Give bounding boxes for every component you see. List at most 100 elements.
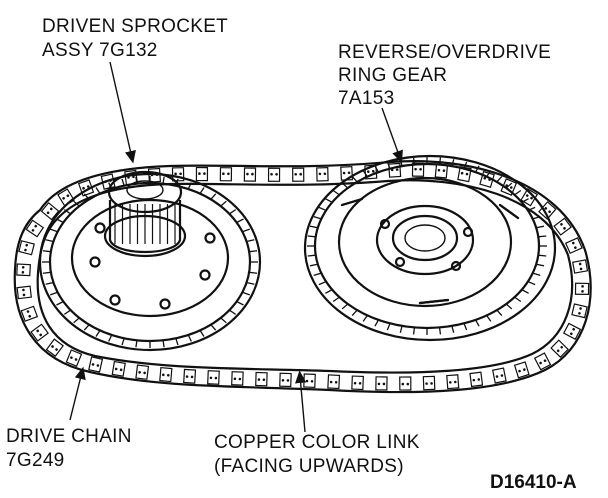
gear-tooth <box>374 319 379 327</box>
gear-tooth <box>42 271 51 274</box>
gear-tooth <box>73 317 80 324</box>
gear-tooth <box>496 175 503 183</box>
leader-drive-chain <box>69 366 86 421</box>
chain-link <box>183 368 197 384</box>
label-ring-gear-2: RING GEAR <box>338 65 447 86</box>
gear-tooth <box>332 296 340 303</box>
gear-tooth <box>532 272 541 277</box>
gear-tooth <box>362 170 368 177</box>
gear-tooth <box>521 198 529 203</box>
chain-link <box>88 356 104 373</box>
chain-link <box>267 167 281 182</box>
chain-link <box>65 349 83 367</box>
chain-link <box>16 285 32 300</box>
gear-tooth <box>412 157 416 165</box>
chain-link <box>279 372 292 388</box>
chain-link <box>207 370 220 385</box>
gear-tooth <box>505 182 513 189</box>
gear-tooth <box>49 291 58 296</box>
gear-tooth <box>63 209 72 215</box>
chain-link <box>327 374 341 390</box>
chain-link <box>20 305 39 322</box>
gear-tooth <box>527 280 536 286</box>
drive-chain <box>13 160 592 394</box>
chain-link <box>500 178 518 196</box>
gear-tooth <box>49 228 58 233</box>
gear-tooth <box>83 324 90 331</box>
gear-tooth <box>45 281 54 285</box>
chain-link <box>422 375 436 391</box>
chain-link <box>469 371 484 388</box>
gear-tooth <box>73 200 80 207</box>
gear-tooth <box>463 161 468 169</box>
gear-tooth <box>249 271 258 274</box>
chain-link <box>388 162 402 178</box>
chain-link <box>550 339 569 358</box>
chain-link <box>25 219 45 238</box>
gear-tooth <box>228 209 237 215</box>
chain-link <box>16 263 31 277</box>
gear-tooth <box>386 323 391 331</box>
gear-tooth <box>475 319 480 327</box>
label-copper-link-2: (FACING UPWARDS) <box>214 456 404 477</box>
label-driven-sprocket-2: ASSY 7G132 <box>42 40 158 61</box>
chain-link <box>375 376 388 391</box>
gear-tooth <box>95 187 101 194</box>
gear-tooth <box>162 176 165 184</box>
chain-link <box>533 352 552 371</box>
chain-link <box>45 338 64 357</box>
gear-tooth <box>187 334 192 342</box>
gear-tooth <box>486 315 492 322</box>
gear-tooth <box>187 182 192 190</box>
gear-tooth <box>56 218 64 224</box>
chain-link <box>571 303 588 319</box>
gear-tooth <box>242 228 251 233</box>
chain-link <box>292 167 305 182</box>
gear-tooth <box>42 250 51 253</box>
gear-tooth <box>475 165 480 173</box>
gear-tooth <box>521 289 529 294</box>
gear-tooth <box>386 161 391 169</box>
gear-tooth <box>56 300 64 306</box>
gear-tooth <box>318 206 327 212</box>
gear-tooth <box>463 323 468 331</box>
gear-tooth <box>162 340 165 348</box>
gear-tooth <box>307 254 316 257</box>
chain-link <box>562 322 582 340</box>
gear-tooth <box>486 170 492 177</box>
chain-link <box>572 259 589 274</box>
gear-tooth <box>249 250 258 253</box>
gear-tooth <box>505 303 513 310</box>
gear-tooth <box>538 235 547 238</box>
gear-tooth <box>341 182 349 189</box>
gear-tooth <box>374 165 379 173</box>
gear-tooth <box>514 296 522 303</box>
gear-tooth <box>451 159 455 167</box>
gear-tooth <box>536 225 545 229</box>
gear-tooth <box>236 218 244 224</box>
chain-link <box>351 375 364 391</box>
gear-tooth <box>210 193 217 200</box>
chain-link <box>159 366 173 383</box>
gear-tooth <box>236 300 244 306</box>
driven-sprocket <box>38 170 262 352</box>
gear-tooth <box>228 309 237 315</box>
chain-link <box>574 282 590 296</box>
chain-link <box>243 167 257 182</box>
gear-tooth <box>309 225 318 229</box>
label-ring-gear-3: 7A153 <box>338 88 394 109</box>
label-driven-sprocket-1: DRIVEN SPROCKET <box>42 16 228 37</box>
gear-tooth <box>83 193 90 200</box>
gear-tooth <box>199 187 205 194</box>
chain-link <box>513 361 530 379</box>
chain-link <box>491 367 507 384</box>
chain-link <box>255 371 268 387</box>
gear-tooth <box>412 327 416 335</box>
chain-link <box>219 167 233 182</box>
gear-tooth <box>532 215 541 220</box>
figure-code: D16410-A <box>490 472 577 493</box>
gear-tooth <box>210 324 217 331</box>
leader-copper-link <box>295 370 307 433</box>
chain-link <box>399 376 412 391</box>
